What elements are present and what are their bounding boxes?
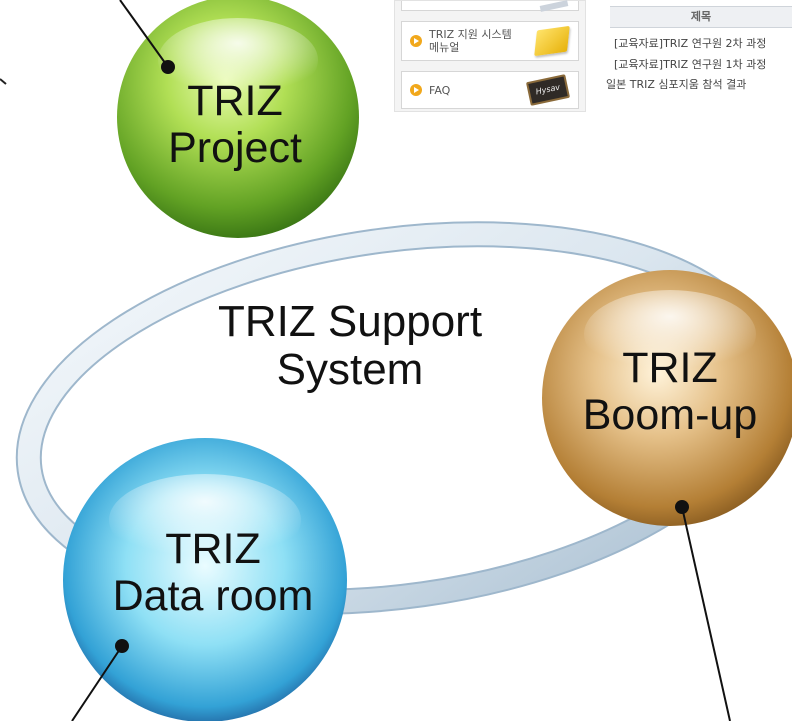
menu-item-manual[interactable]: TRIZ 지원 시스템 메뉴얼 (401, 21, 579, 61)
boomup-sphere (542, 270, 792, 526)
node-label-line: Project (168, 124, 302, 173)
inset-menu-panel: TRIZ 지원 시스템 메뉴얼 FAQ Hysav (394, 0, 586, 112)
posts-header: 제목 (610, 6, 792, 28)
table-row[interactable]: [교육자료]TRIZ 연구원 1차 과정 (614, 58, 767, 71)
inset-posts-table: 제목 [교육자료]TRIZ 연구원 2차 과정 [교육자료]TRIZ 연구원 1… (604, 0, 792, 100)
node-label-line: TRIZ (165, 525, 261, 573)
center-label: TRIZ Support System (160, 297, 540, 395)
center-label-line: TRIZ Support (217, 297, 483, 346)
node-label-line: Boom-up (582, 391, 758, 440)
dataroom-sphere (63, 438, 347, 721)
table-row[interactable]: [교육자료]TRIZ 연구원 2차 과정 (614, 37, 767, 50)
node-label-line: Data room (112, 572, 314, 621)
chalkboard-sign-icon: Hysav (525, 74, 571, 106)
document-icon (539, 0, 569, 12)
callout-lines (0, 0, 731, 721)
menu-item-label: FAQ (429, 83, 451, 97)
menu-item-label: TRIZ 지원 시스템 메뉴얼 (429, 28, 512, 54)
arrow-bullet-icon (410, 84, 422, 96)
sticky-note-icon (534, 25, 570, 57)
project-sphere (117, 0, 359, 238)
boomup-node-label: TRIZ Boom-up (548, 344, 792, 440)
project-node-label: TRIZ Project (150, 77, 320, 173)
center-label-line: System (276, 345, 424, 395)
arrow-bullet-icon (410, 35, 422, 47)
menu-item-faq[interactable]: FAQ Hysav (401, 71, 579, 109)
node-label-line: TRIZ (622, 344, 718, 392)
node-label-line: TRIZ (187, 77, 283, 125)
dataroom-node-label: TRIZ Data room (78, 525, 348, 621)
table-row[interactable]: 일본 TRIZ 심포지움 참석 결과 (606, 78, 747, 91)
menu-item-top[interactable] (401, 0, 579, 12)
